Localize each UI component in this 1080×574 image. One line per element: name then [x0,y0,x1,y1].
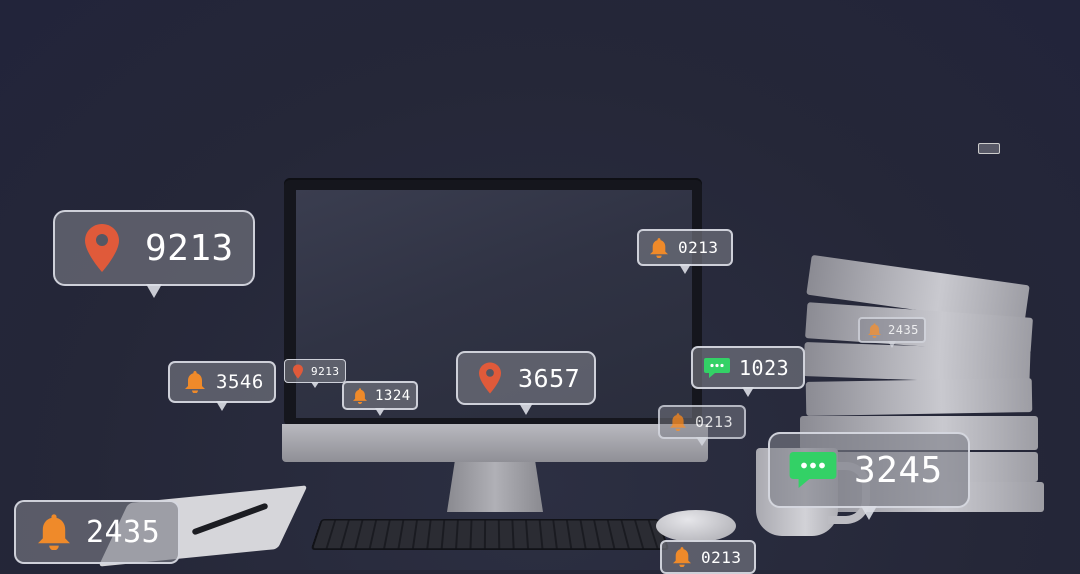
bell-icon [648,237,670,258]
bell-icon [36,514,72,550]
notification-bubble-alert: 0213 [658,405,746,446]
notification-count: 2435 [888,323,919,337]
monitor-chin [282,424,708,462]
notification-count: 0213 [701,547,742,567]
map-pin-icon [73,224,131,272]
notification-bubble-alert: 1324 [342,381,418,416]
notification-count: 9213 [311,364,340,378]
notification-bubble-location: 9213 [284,359,346,388]
notification-count: 1023 [739,355,790,380]
notification-bubble-message: 1023 [691,346,805,397]
notification-bubble-alert: 2435 [14,500,180,564]
notification-bubble-alert: 3546 [168,361,276,411]
notification-bubble-location: 3657 [456,351,596,415]
bell-icon [351,387,369,404]
mouse [656,510,736,542]
chat-icon [788,452,838,488]
tiny-notification-bubble [978,143,1000,154]
bell-icon [182,371,208,393]
bell-icon [866,322,882,338]
notification-count: 9213 [145,227,234,269]
bell-icon [671,547,693,567]
notification-bubble-message: 3245 [768,432,970,520]
bell-icon [668,413,688,431]
notification-bubble-alert: 2435 [858,317,926,348]
notification-count: 3245 [854,449,943,491]
notification-count: 2435 [86,514,161,550]
notification-count: 3657 [518,363,581,393]
map-pin-icon [291,363,305,379]
notification-bubble-location: 9213 [53,210,255,298]
notification-bubble-alert: 0213 [637,229,733,274]
notification-count: 0213 [678,238,719,257]
notification-count: 3546 [216,371,264,393]
notification-count: 1324 [375,387,411,404]
notification-bubble-alert: 0213 [660,540,756,574]
monitor-stand [447,462,543,512]
book [805,378,1033,416]
map-pin-icon [476,362,504,394]
chat-icon [703,357,731,378]
keyboard [310,518,670,551]
notification-count: 0213 [695,413,734,431]
